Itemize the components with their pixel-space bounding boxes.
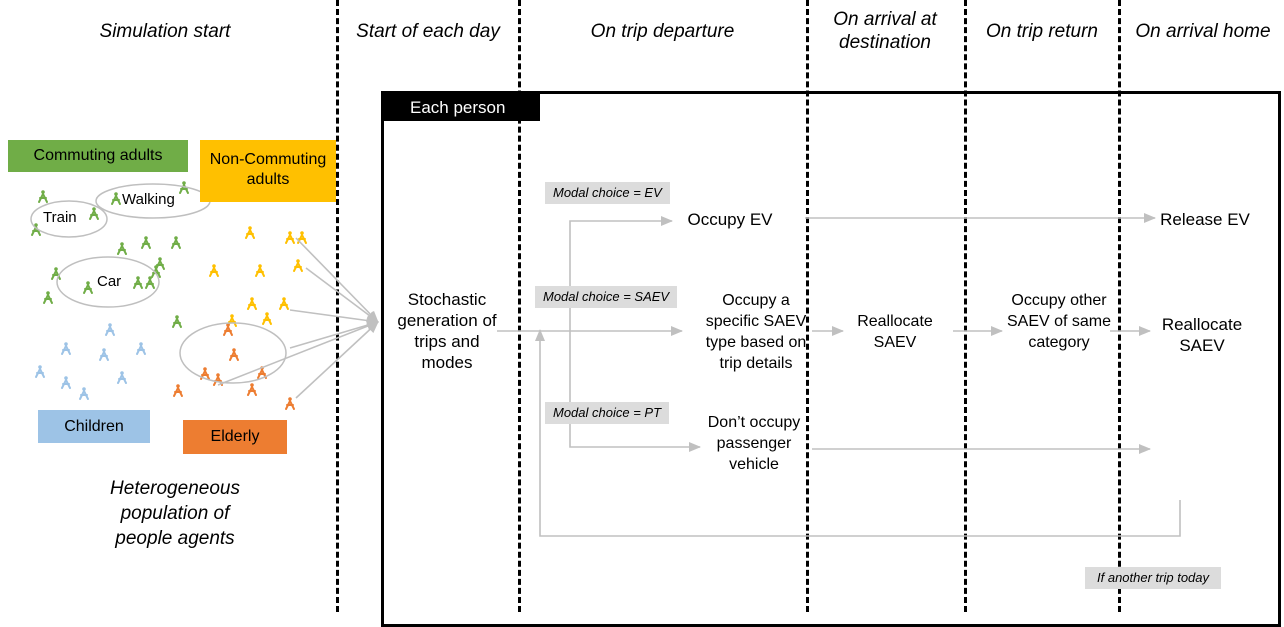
occupy-ev-node: Occupy EV [687,210,773,229]
person-icon [247,383,257,396]
person-icon [105,323,115,336]
arrow-another-trip-loop [535,329,1181,537]
person-icon [297,231,307,244]
person-icon [293,259,303,272]
modal-choice-pt-badge: Modal choice = PT [545,402,670,424]
person-icon [35,365,45,378]
person-icon [285,397,295,410]
person-icon [223,323,233,336]
phase-on-arrival-home: On arrival home [1135,21,1271,42]
population-caption: Heterogeneous population of people agent… [110,478,240,549]
train-label: Train [43,209,77,226]
person-icon [43,291,53,304]
person-icon [179,181,189,194]
phase-divider [518,0,521,612]
person-icon [136,342,146,355]
person-icon [117,242,127,255]
flow-arrows [497,213,1181,537]
phase-on-trip-return: On trip return [986,21,1098,42]
phase-divider [806,0,809,612]
reallocate-saev-home-node: Reallocate SAEV [1161,315,1243,355]
children-label: Children [38,410,150,443]
person-icon [111,192,121,205]
phase-start-of-each-day: Start of each day [356,21,500,42]
arrow-to-dont-occupy [569,331,701,452]
person-icon [83,281,93,294]
person-icon [229,348,239,361]
dont-occupy-vehicle-node: Don’t occupy passenger vehicle [707,414,801,473]
stochastic-generation-node: Stochastic generation of trips and modes [397,290,497,372]
phase-divider [964,0,967,612]
phase-simulation-start: Simulation start [99,21,231,42]
train-group-ellipse [30,200,108,238]
person-icon [31,223,41,236]
person-icon [38,190,48,203]
walking-label: Walking [122,191,175,208]
modal-choice-ev-badge: Modal choice = EV [545,182,670,204]
person-icon [51,267,61,280]
person-icon [141,236,151,249]
person-icon [133,276,143,289]
person-icon [79,387,89,400]
elderly-label: Elderly [183,420,287,454]
non-commuting-adults-label: Non-Commuting adults [200,140,336,202]
person-icon [99,348,109,361]
people-agents [31,181,307,410]
person-icon [279,297,289,310]
person-icon [200,367,210,380]
phase-on-trip-departure: On trip departure [590,21,735,42]
person-icon [61,376,71,389]
reallocate-saev-destination-node: Reallocate SAEV [857,313,933,351]
release-ev-node: Release EV [1160,210,1250,229]
arrow-to-occupy-ev [569,216,673,331]
person-icon [171,236,181,249]
commuting-adults-label: Commuting adults [8,140,188,172]
occupy-other-saev-node: Occupy other SAEV of same category [1006,292,1112,351]
each-person-label: Each person [384,94,540,121]
diagram-graphics [30,181,1181,537]
person-icon [61,342,71,355]
person-icon [245,226,255,239]
person-icon [209,264,219,277]
population-arrows [217,237,379,399]
person-icon [173,384,183,397]
modal-choice-saev-badge: Modal choice = SAEV [535,286,678,308]
car-group-ellipse [56,256,160,308]
person-icon [247,297,257,310]
occupy-saev-node: Occupy a specific SAEV type based on tri… [705,292,807,372]
elderly-group-ellipse [179,322,287,384]
person-icon [255,264,265,277]
person-icon [285,231,295,244]
person-icon [145,276,155,289]
person-icon [172,315,182,328]
phase-on-arrival-at-destination: On arrival at destination [833,9,937,53]
person-icon [117,371,127,384]
person-icon [89,207,99,220]
phase-divider [336,0,339,612]
person-icon [262,312,272,325]
another-trip-badge: If another trip today [1085,567,1222,589]
phase-divider [1118,0,1121,612]
car-label: Car [97,273,122,290]
